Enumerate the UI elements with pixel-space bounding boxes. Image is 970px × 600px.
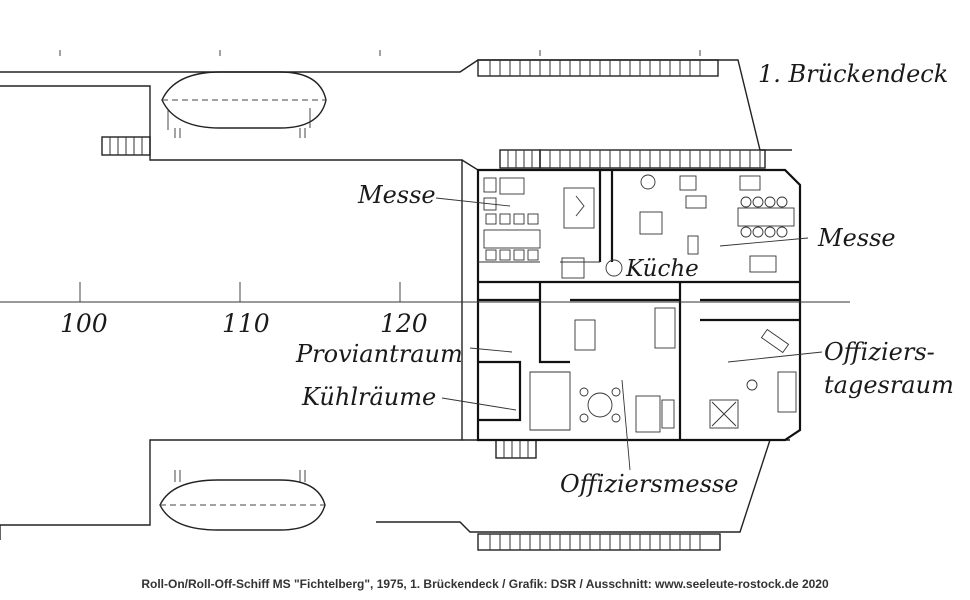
deck-title: 1. Brückendeck (758, 60, 948, 88)
leader-lines (435, 197, 823, 471)
stair-left (101, 136, 151, 156)
stairs-small (495, 149, 766, 459)
furniture (483, 174, 797, 433)
gangway-top (477, 59, 719, 77)
label-offiziersmesse: Offiziersmesse (560, 470, 738, 498)
label-proviantraum: Proviantraum (295, 340, 463, 368)
label-messe-right: Messe (817, 224, 896, 252)
image-caption: Roll-On/Roll-Off-Schiff MS "Fichtelberg"… (141, 577, 829, 591)
lifeboat-top (161, 71, 327, 138)
label-messe-left: Messe (357, 181, 436, 209)
frame-label-110: 110 (222, 309, 270, 338)
center-line (0, 50, 850, 303)
label-offiziers-line1: Offiziers- (824, 338, 935, 366)
frame-label-120: 120 (380, 309, 428, 338)
lifeboat-bottom (159, 470, 326, 531)
label-kuehlraeume: Kühlräume (301, 383, 436, 411)
label-kueche: Küche (625, 256, 699, 282)
gangway-bottom (477, 533, 721, 551)
frame-label-100: 100 (60, 309, 108, 338)
superstructure (476, 168, 802, 442)
label-offiziers-line2: tagesraum (824, 371, 954, 399)
